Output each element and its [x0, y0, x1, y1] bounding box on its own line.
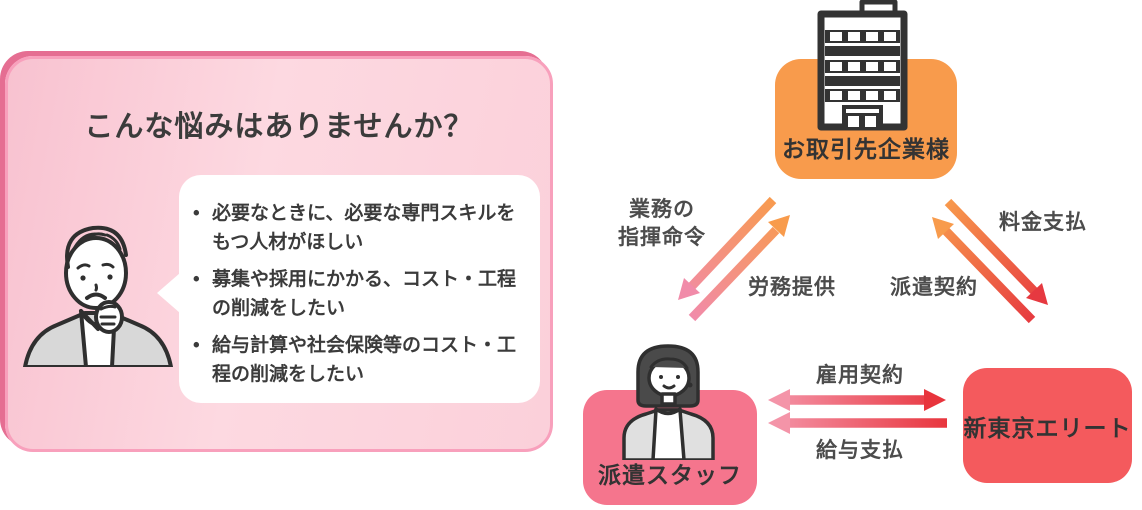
- dispatch-staff-label: 派遣スタッフ: [598, 462, 742, 488]
- panel-title: こんな悩みはありませんか？: [84, 111, 474, 143]
- edge-label-direction-orders: 業務の 指揮命令: [618, 198, 706, 249]
- bullet-icon: •: [193, 203, 200, 224]
- edge-label-employment-contract: 雇用契約: [816, 364, 904, 387]
- staff-woman-illustration: [622, 344, 715, 460]
- list-item: • 募集や採用にかかる、コスト・工程の削減をしたい: [193, 265, 526, 323]
- bullet-text: 必要なときに、必要な専門スキルをもつ人材がほしい: [212, 203, 516, 253]
- speech-bubble: • 必要なときに、必要な専門スキルをもつ人材がほしい • 募集や採用にかかる、コ…: [179, 175, 540, 403]
- edge-label-salary-payment: 給与支払: [816, 439, 904, 462]
- building-icon: [817, 0, 908, 131]
- speech-bubble-tail: [157, 273, 180, 313]
- edge-label-labor-provision: 労務提供: [748, 276, 836, 299]
- worried-man-illustration: [23, 225, 173, 367]
- client-company-label: お取引先企業様: [782, 136, 950, 162]
- list-item: • 給与計算や社会保険等のコスト・工程の削減をしたい: [193, 331, 526, 389]
- edge-label-fee-payment: 料金支払: [999, 211, 1087, 234]
- agency-node: 新東京エリート: [963, 368, 1132, 483]
- dispatch-staff-node: 派遣スタッフ: [583, 390, 757, 505]
- bullet-text: 給与計算や社会保険等のコスト・工程の削減をしたい: [212, 335, 517, 385]
- bullet-icon: •: [193, 269, 200, 290]
- edge-label-dispatch-contract: 派遣契約: [890, 276, 978, 299]
- list-item: • 必要なときに、必要な専門スキルをもつ人材がほしい: [193, 199, 526, 257]
- bullet-icon: •: [193, 335, 200, 356]
- agency-label: 新東京エリート: [963, 414, 1132, 441]
- bullet-text: 募集や採用にかかる、コスト・工程の削減をしたい: [212, 269, 517, 319]
